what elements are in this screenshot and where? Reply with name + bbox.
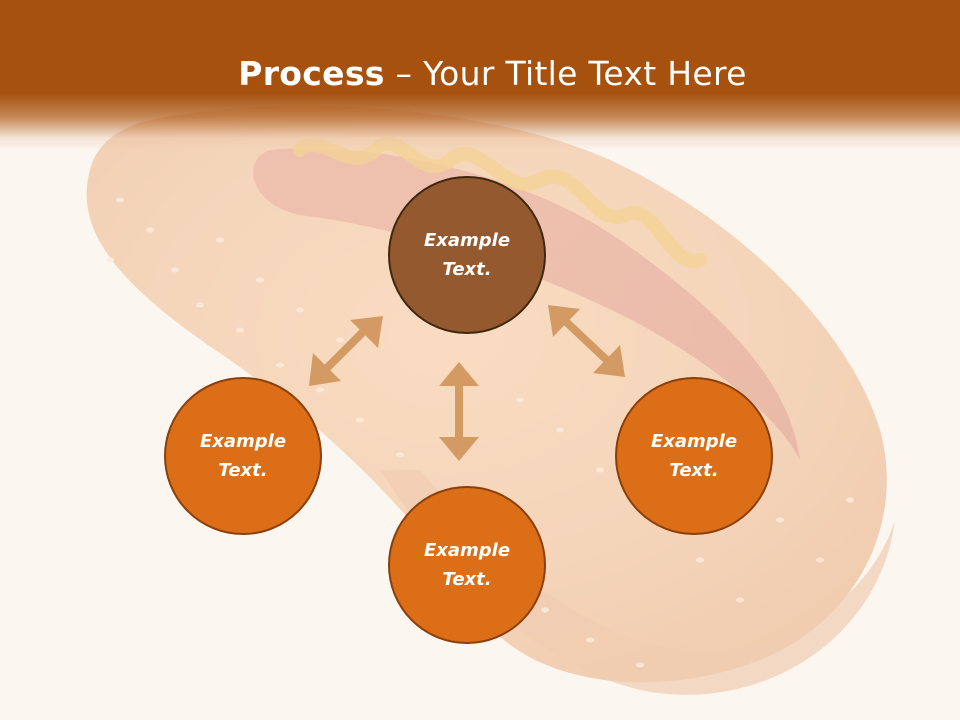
arrow-head xyxy=(309,353,341,386)
node-text: Example Text. xyxy=(424,226,510,284)
process-node-top[interactable]: Example Text. xyxy=(388,176,546,334)
node-text: Example Text. xyxy=(424,536,510,594)
node-text: Example Text. xyxy=(651,427,737,485)
arrow-head xyxy=(593,345,625,377)
arrow-head xyxy=(548,305,580,337)
node-text-line2: Text. xyxy=(218,460,268,481)
node-text: Example Text. xyxy=(200,427,286,485)
process-node-bottom[interactable]: Example Text. xyxy=(388,486,546,644)
node-text-line1: Example xyxy=(423,230,511,251)
node-text-line1: Example xyxy=(199,431,287,452)
arrow-head xyxy=(439,437,479,461)
node-text-line1: Example xyxy=(423,540,511,561)
node-text-line2: Text. xyxy=(669,460,719,481)
node-text-line2: Text. xyxy=(442,569,492,590)
node-text-line1: Example xyxy=(650,431,738,452)
node-text-line2: Text. xyxy=(442,259,492,280)
arrow-head xyxy=(350,316,383,348)
arrow-top-left xyxy=(321,324,371,374)
title-bold-text: Process xyxy=(238,54,385,93)
slide-title: Process – Your Title Text Here xyxy=(0,52,960,96)
title-bar xyxy=(0,0,960,150)
arrow-top-right xyxy=(558,314,615,368)
process-node-right[interactable]: Example Text. xyxy=(615,377,773,535)
process-node-left[interactable]: Example Text. xyxy=(164,377,322,535)
arrow-head xyxy=(439,362,479,386)
title-regular-text: – Your Title Text Here xyxy=(384,54,747,93)
